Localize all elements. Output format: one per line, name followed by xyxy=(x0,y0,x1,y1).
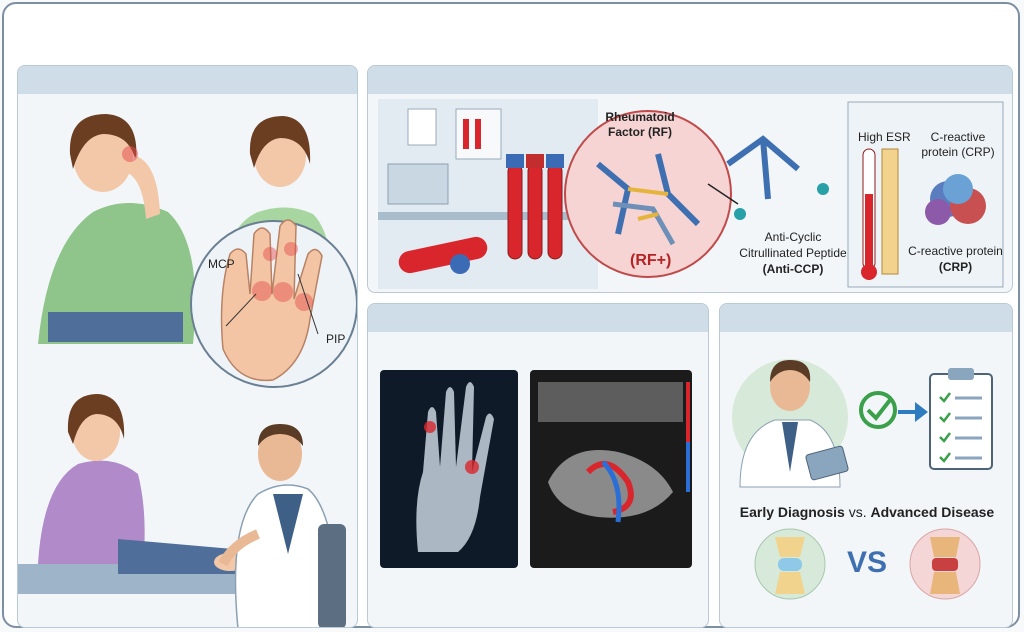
crp-bottom-line1: C-reactive protein xyxy=(908,244,1003,258)
diagnosis-panel-header xyxy=(720,304,1012,332)
esr-crp-box xyxy=(847,101,1004,288)
crp-top-line1: C-reactive xyxy=(930,130,986,144)
blood-sample-tubes xyxy=(398,154,564,274)
rf-positive-label: (RF+) xyxy=(630,252,672,269)
blood-tests-illustration xyxy=(378,99,1004,289)
imaging-illustration xyxy=(380,370,692,568)
symptoms-illustration xyxy=(18,114,357,627)
hand-xray-image xyxy=(380,370,518,568)
doppler-ultrasound-image xyxy=(530,370,692,568)
blood-tests-panel-header xyxy=(368,66,1012,94)
symptoms-panel-header xyxy=(18,66,357,94)
esr-label: High ESR xyxy=(858,130,911,144)
rf-title-line1: Rheumatoid xyxy=(605,110,675,124)
crp-bottom-line2: (CRP) xyxy=(938,260,973,274)
crp-top-line2: protein (CRP) xyxy=(921,145,995,159)
pip-label: PIP xyxy=(326,332,346,346)
doctor-tablet-figure xyxy=(732,359,849,488)
imaging-panel xyxy=(367,303,709,628)
hand-joints-callout xyxy=(190,219,357,388)
headline-early: Early Diagnosis xyxy=(739,504,845,520)
rf-magnified-circle xyxy=(564,110,732,278)
check-arrow-icon xyxy=(859,391,928,429)
symptoms-panel: MCP PIP xyxy=(17,65,358,628)
imaging-panel-header xyxy=(368,304,708,332)
anti-ccp-line2: Citrullinated Peptide xyxy=(739,246,847,260)
anti-ccp-line1: Anti-Cyclic xyxy=(764,230,822,244)
woman-headache-figure xyxy=(38,114,196,344)
seated-patient-figure xyxy=(18,394,258,594)
blood-tests-panel: Rheumatoid Factor (RF) (RF+) Anti-Cyclic… xyxy=(367,65,1013,293)
rf-title-line2: Factor (RF) xyxy=(608,125,672,139)
damaged-joint-icon xyxy=(909,528,981,600)
anti-ccp-line3: (Anti-CCP) xyxy=(762,262,824,276)
headline-vs: vs. xyxy=(848,504,867,520)
healthy-joint-icon xyxy=(754,528,826,600)
doctor-exam-figure xyxy=(218,424,346,627)
headline-advanced: Advanced Disease xyxy=(870,504,995,520)
checklist-clipboard-icon xyxy=(929,368,993,470)
vs-badge: VS xyxy=(847,546,888,579)
diagnosis-headline: Early Diagnosis vs. Advanced Disease xyxy=(720,504,1012,520)
anti-ccp-antibody xyxy=(707,135,829,220)
mcp-label: MCP xyxy=(208,257,235,271)
diagnosis-panel: Early Diagnosis vs. Advanced Disease VS xyxy=(719,303,1013,628)
diagnosis-illustration xyxy=(732,359,993,600)
